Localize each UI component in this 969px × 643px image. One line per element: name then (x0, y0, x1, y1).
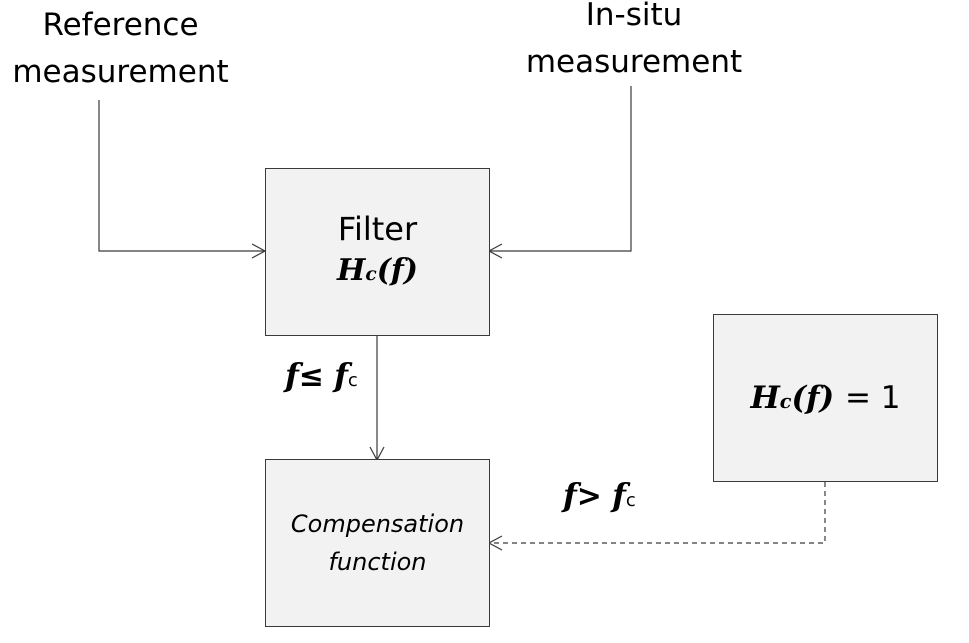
filter-transfer-sub: c (365, 264, 377, 285)
insitu-label-line1: In-situ (585, 0, 683, 33)
compensation-line1: Compensation (290, 510, 465, 538)
high-cond-var: f (563, 476, 577, 514)
reference-measurement-label: Reference measurement (8, 2, 233, 96)
unity-arg: (f) (791, 380, 835, 416)
low-cond-op: ≤ (298, 359, 324, 394)
compensation-line2: function (328, 548, 427, 576)
filter-box: Filter Hc(f) (265, 168, 490, 336)
filter-transfer-main: H (337, 253, 366, 288)
low-cond-sub: c (347, 370, 358, 391)
high-frequency-condition: f> fc (563, 476, 636, 514)
unity-to-compensation-connector (487, 482, 826, 551)
low-cond-ref: f (334, 356, 348, 394)
unity-equation: Hc(f) = 1 (750, 380, 900, 416)
compensation-function-box: Compensation function (265, 459, 490, 627)
filter-title: Filter (337, 210, 418, 248)
filter-transfer-function: Hc(f) (337, 251, 418, 295)
high-cond-sub: c (625, 490, 636, 511)
reference-connector (98, 100, 267, 259)
high-cond-ref: f (612, 476, 626, 514)
unity-box: Hc(f) = 1 (713, 314, 938, 482)
low-cond-var: f (285, 356, 299, 394)
reference-label-line1: Reference (42, 7, 199, 43)
reference-label-line2: measurement (12, 54, 229, 90)
compensation-label: Compensation function (291, 505, 464, 581)
low-frequency-condition: f≤ fc (285, 356, 358, 394)
filter-transfer-arg: (f) (376, 253, 418, 288)
unity-main: H (750, 380, 780, 416)
unity-rhs: = 1 (844, 380, 901, 416)
high-cond-op: > (576, 479, 602, 514)
insitu-connector (487, 86, 632, 259)
insitu-label-line2: measurement (525, 44, 743, 80)
insitu-measurement-label: In-situ measurement (520, 0, 748, 86)
unity-sub: c (779, 390, 792, 413)
